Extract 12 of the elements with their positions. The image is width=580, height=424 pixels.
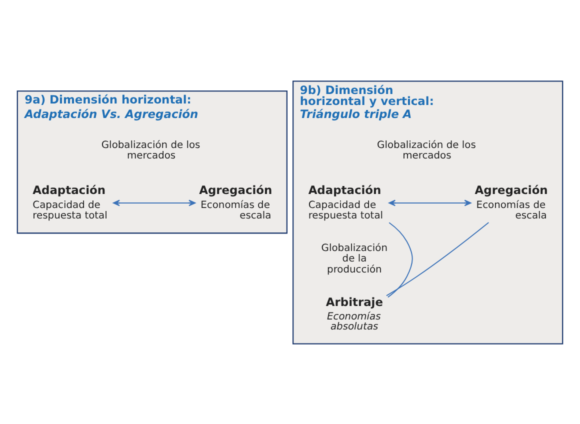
arrow	[112, 199, 196, 206]
node-text: Agregación Economías de escala	[199, 182, 272, 222]
node-text: Adaptación Capacidad de respuesta total	[308, 182, 384, 222]
arrow	[388, 199, 472, 206]
node-text: Arbitraje Economías absolutas	[326, 294, 383, 332]
node-text: Globalización de los mercados	[377, 139, 476, 162]
connector	[387, 222, 413, 298]
node-text: Globalización de la producción	[321, 242, 388, 275]
connector	[386, 221, 490, 296]
node-text: Adaptación Capacidad de respuesta total	[32, 182, 108, 222]
node-text: Agregación Economías de escala	[474, 182, 548, 222]
node-text: Globalización de los mercados	[101, 139, 200, 162]
